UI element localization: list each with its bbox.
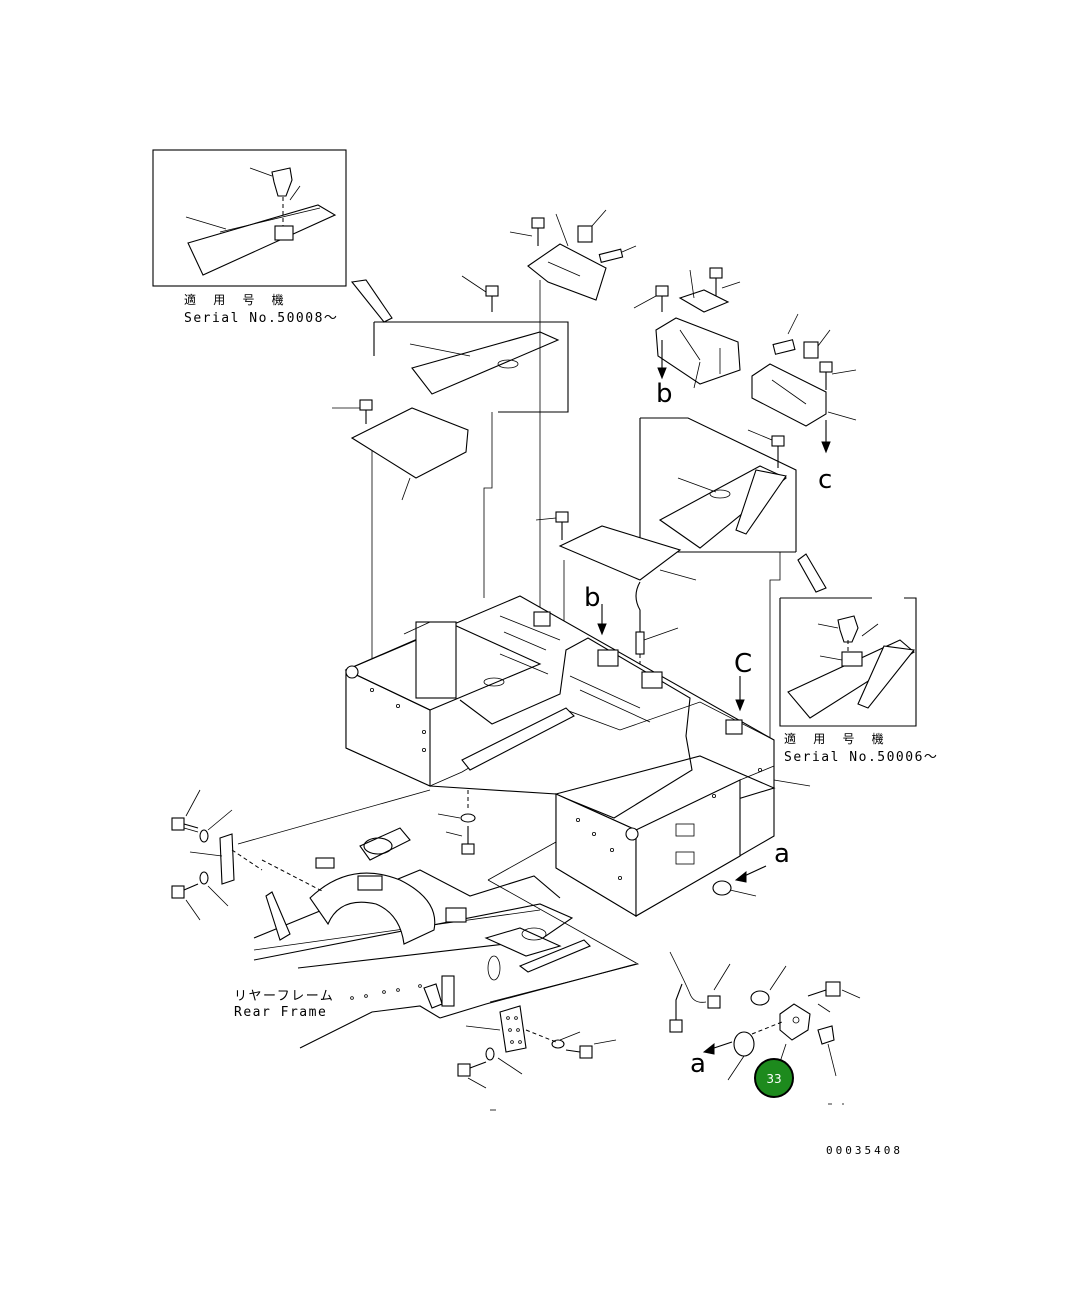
- bolt-lower-right: [565, 1045, 593, 1059]
- washer-left-lower: [199, 871, 209, 885]
- detail-a-connector: [669, 1019, 683, 1033]
- doc-number: 00035408: [826, 1144, 903, 1157]
- callout-b-lower: b: [584, 583, 601, 613]
- bracket-c-group: c: [751, 313, 857, 495]
- pad-top-center: [598, 248, 624, 263]
- bolt-left-cover: [359, 399, 373, 424]
- bolt-lower-left: [457, 1061, 487, 1077]
- washer-left-upper: [199, 829, 209, 843]
- inset-right-applies-label: 適 用 号 機: [784, 731, 889, 746]
- center-small-plate: b C: [535, 511, 752, 840]
- bracket-b-group: b: [633, 267, 741, 409]
- top-center-bracket: [509, 209, 637, 610]
- bolt-under-frame: [461, 826, 475, 855]
- bracket-top-center: [527, 243, 607, 301]
- clip-top-center: [577, 225, 593, 243]
- small-cover-plate: [558, 525, 682, 581]
- lower-bracket-hardware: [457, 1005, 617, 1111]
- inset-right-knob: [837, 615, 859, 643]
- inset-left-applies-label: 適 用 号 機: [184, 292, 289, 307]
- frame-holes: [369, 688, 763, 881]
- callout-a-lower: a: [690, 1049, 706, 1079]
- bracket-c: [751, 363, 827, 427]
- bracket-b: [655, 317, 741, 385]
- mounting-plate-left: [219, 833, 235, 885]
- inset-left-frame: [152, 149, 347, 287]
- rear-frame-label-en: Rear Frame: [234, 1005, 327, 1020]
- bolt-bracket-b-left: [655, 285, 669, 312]
- washer-under-frame: [460, 813, 476, 823]
- left-inner-panel: [415, 621, 457, 699]
- left-cover-plate: [350, 407, 469, 479]
- callout-c-lower: C: [734, 649, 752, 679]
- detail-a-bolt: [807, 981, 841, 997]
- bolt-bracket-b-right: [709, 267, 723, 296]
- item-badge[interactable]: 33: [754, 1058, 794, 1098]
- washer-lower-left: [485, 1047, 495, 1061]
- inset-left-arrow: [350, 279, 393, 323]
- inset-right-rail: [857, 645, 916, 709]
- inset-left-plate: [187, 204, 337, 276]
- bolt-small-plate: [555, 511, 569, 540]
- callout-c-upper: c: [818, 465, 832, 495]
- badge-circle[interactable]: [754, 1058, 794, 1098]
- inset-left-knob: [271, 167, 293, 197]
- bolt-right-panel: [771, 435, 785, 468]
- inset-left: 適 用 号 機 Serial No.50008～: [152, 149, 393, 326]
- bolt-top-center: [531, 217, 545, 246]
- rear-frame-post: [441, 975, 455, 1007]
- rear-frame-label-jp: リヤーフレーム: [234, 989, 334, 1004]
- left-hardware: [171, 789, 263, 921]
- cable: [635, 581, 641, 640]
- detail-a-pin: [817, 1025, 835, 1045]
- detail-a-grommet: [733, 1031, 755, 1057]
- callout-b-upper: b: [656, 379, 673, 409]
- bolt-left-lower: [171, 883, 199, 899]
- inset-left-bracket: [274, 225, 294, 241]
- rear-frame: リヤーフレーム Rear Frame: [234, 789, 640, 1049]
- bolt-upper-center: [485, 285, 499, 312]
- bolt-left-upper: [171, 817, 199, 833]
- detail-a-cable: [675, 983, 683, 1020]
- center-upper-panel: [332, 275, 569, 660]
- inset-right-bracket: [841, 651, 863, 667]
- lower-mount-bracket: [499, 1005, 527, 1053]
- main-frame: a: [344, 595, 811, 917]
- bushing-right: [712, 880, 732, 896]
- inset-left-serial-label: Serial No.50008～: [184, 311, 338, 326]
- pad-bracket-c: [772, 339, 796, 355]
- rear-frame-rib-left: [265, 891, 291, 941]
- rear-frame-bracket-mount: [309, 872, 436, 945]
- cable-connector: [635, 631, 645, 655]
- right-cover-rail: [735, 469, 787, 535]
- upper-cover-plate: [411, 331, 560, 395]
- inset-right: 適 用 号 機 Serial No.50006～: [779, 597, 938, 765]
- detail-a-nut: [750, 990, 770, 1006]
- bolt-bracket-c: [819, 361, 833, 390]
- floor-rail: [461, 707, 575, 771]
- detail-a-clip: [707, 995, 721, 1009]
- detail-a-bracket: [779, 1003, 811, 1041]
- badge-number: 33: [766, 1072, 781, 1086]
- rear-frame-rail: [518, 939, 591, 973]
- detail-a: a: [669, 951, 861, 1105]
- pad-bracket-b: [678, 289, 730, 313]
- inset-right-serial-label: Serial No.50006～: [784, 750, 938, 765]
- inset-right-arrow: [797, 553, 827, 593]
- clip-bracket-c: [803, 341, 819, 359]
- callout-a-right: a: [774, 839, 790, 869]
